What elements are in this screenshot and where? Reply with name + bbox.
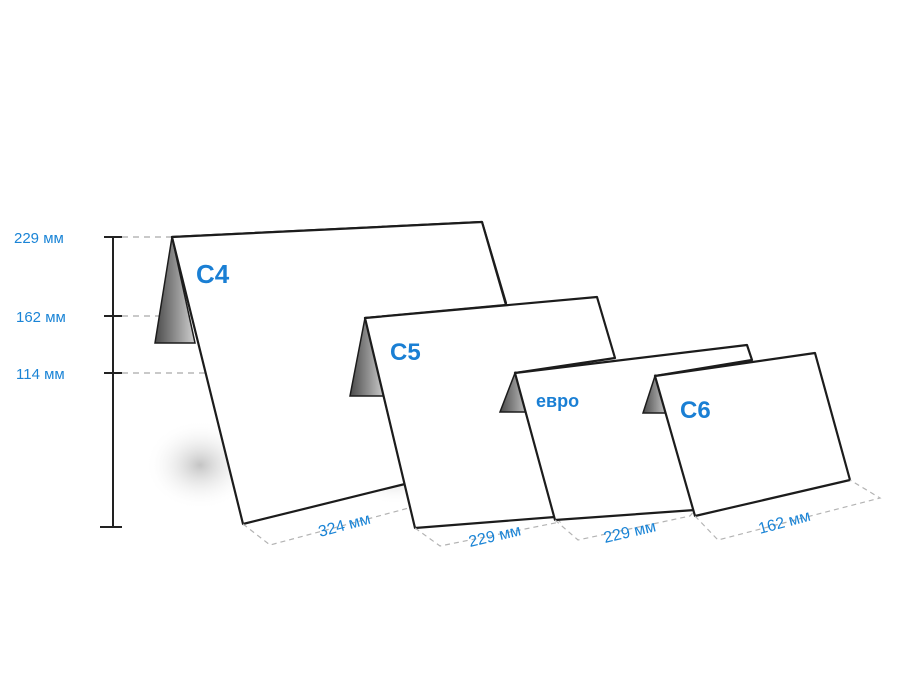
card-c4-width-label: 324 мм xyxy=(317,511,373,541)
card-c6-label: C6 xyxy=(680,397,711,424)
card-c5: C5 229 мм xyxy=(349,295,617,551)
card-euro-label: евро xyxy=(536,391,579,411)
card-euro-width-label: 229 мм xyxy=(602,518,658,547)
height-scale xyxy=(100,236,122,528)
c4-fold-side xyxy=(154,236,196,344)
card-c6: C6 162 мм xyxy=(641,351,882,541)
height-label-162: 162 мм xyxy=(16,309,66,326)
height-label-114: 114 мм xyxy=(16,366,65,383)
card-c6-width-label: 162 мм xyxy=(757,508,813,538)
height-label-229: 229 мм xyxy=(14,230,64,247)
card-c4: C4 324 мм xyxy=(154,220,508,546)
card-c4-label: C4 xyxy=(196,259,230,289)
card-c5-width-label: 229 мм xyxy=(467,522,523,551)
card-c5-label: C5 xyxy=(390,339,421,366)
